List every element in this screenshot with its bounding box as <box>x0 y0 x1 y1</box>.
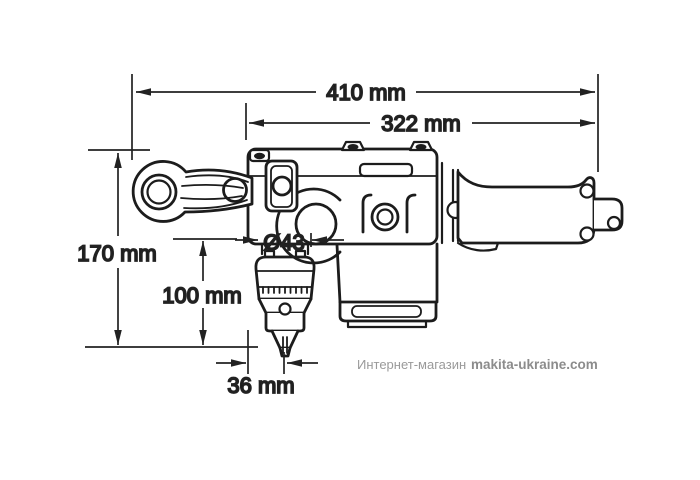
top-bump <box>358 162 414 178</box>
watermark-site-label: makita-ukraine.com <box>471 357 598 372</box>
dimension-322mm: 322 mm <box>249 110 595 137</box>
motor-housing <box>335 242 439 329</box>
dimension-annotations: 410 mm 322 mm 170 mm 100 mm <box>76 74 599 399</box>
watermark-store-label: Интернет-магазин <box>357 357 466 372</box>
watermark: Интернет-магазин makita-ukraine.com <box>357 357 598 372</box>
dimension-label-322: 322 mm <box>381 111 460 136</box>
handle-grooves <box>180 174 249 210</box>
chuck-jaws <box>282 336 288 354</box>
dimension-label-410: 410 mm <box>326 80 405 105</box>
clamp-band <box>361 193 417 234</box>
cord-end <box>606 215 622 231</box>
dimension-410mm: 410 mm <box>136 79 595 106</box>
drill-illustration <box>131 140 624 358</box>
trigger <box>456 241 500 252</box>
dimension-neck-diameter: Ø43 <box>235 229 344 256</box>
handle-screw-bottom <box>579 226 595 242</box>
spindle-neck <box>260 242 310 256</box>
handle-screw-top <box>579 183 595 199</box>
top-tabs <box>248 140 434 178</box>
dimension-100mm: 100 mm <box>161 241 243 345</box>
rear-handle <box>456 170 624 252</box>
motor-foot <box>346 319 428 329</box>
dimension-label-43: Ø43 <box>263 230 305 255</box>
dimension-label-36: 36 mm <box>227 373 294 398</box>
dimension-36mm: 36 mm <box>216 359 318 399</box>
chuck-graduations <box>262 286 308 294</box>
dimension-label-100: 100 mm <box>162 283 241 308</box>
chuck <box>254 249 316 358</box>
chuck-key-hole <box>278 302 292 316</box>
handle-mount-slot <box>264 159 299 213</box>
dimension-label-170: 170 mm <box>77 241 156 266</box>
gear-boss <box>275 187 342 265</box>
dimension-170mm: 170 mm <box>76 153 158 345</box>
side-handle <box>131 160 254 223</box>
